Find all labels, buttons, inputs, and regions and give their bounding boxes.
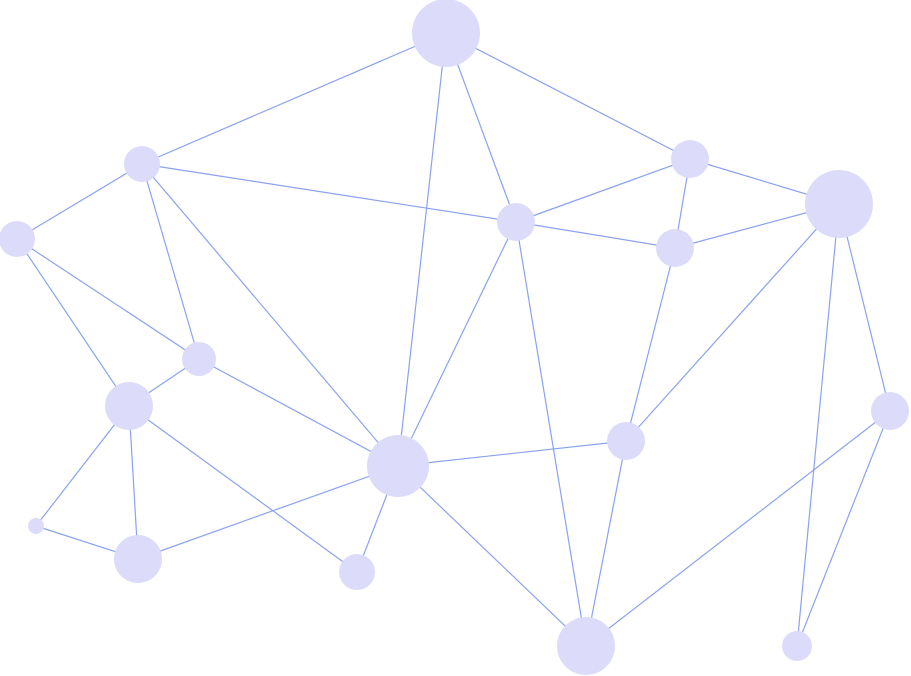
graph-node — [656, 229, 694, 267]
graph-edge — [838, 203, 891, 412]
graph-edge — [141, 163, 200, 360]
graph-edge — [515, 221, 587, 647]
graph-node — [182, 342, 216, 376]
graph-edge — [445, 32, 691, 160]
graph-node — [412, 0, 480, 67]
graph-edge — [397, 221, 517, 467]
graph-edge — [796, 203, 840, 647]
graph-edge — [16, 163, 143, 240]
graph-edge — [16, 238, 130, 407]
graph-edge — [585, 440, 627, 647]
graph-node — [124, 146, 160, 182]
graph-edge — [128, 405, 139, 560]
graph-edge — [585, 410, 891, 647]
graph-edge — [515, 221, 676, 249]
graph-edge — [625, 247, 676, 442]
graph-node — [805, 170, 873, 238]
graph-node — [114, 535, 162, 583]
graph-edge — [141, 32, 447, 165]
graph-edge — [515, 158, 691, 223]
graph-node — [871, 392, 909, 430]
graph-node — [497, 203, 535, 241]
graph-edge — [397, 440, 627, 467]
graph-node — [28, 518, 44, 534]
graph-edge — [141, 163, 517, 223]
graph-node — [105, 382, 153, 430]
graph-edge — [16, 238, 200, 360]
graph-edge — [141, 163, 399, 467]
graph-node — [339, 554, 375, 590]
graph-edge — [35, 405, 130, 527]
graph-edge — [397, 32, 447, 467]
graph-node — [0, 221, 35, 257]
graph-node — [607, 422, 645, 460]
graph-edge — [137, 465, 399, 560]
graph-edge — [625, 203, 840, 442]
graph-node — [782, 631, 812, 661]
graph-edge — [397, 465, 587, 647]
graph-node — [671, 140, 709, 178]
graph-node — [367, 435, 429, 497]
graph-node — [557, 617, 615, 675]
graph-edge — [198, 358, 399, 467]
graph-edge — [128, 405, 358, 573]
graph-edge — [796, 410, 891, 647]
